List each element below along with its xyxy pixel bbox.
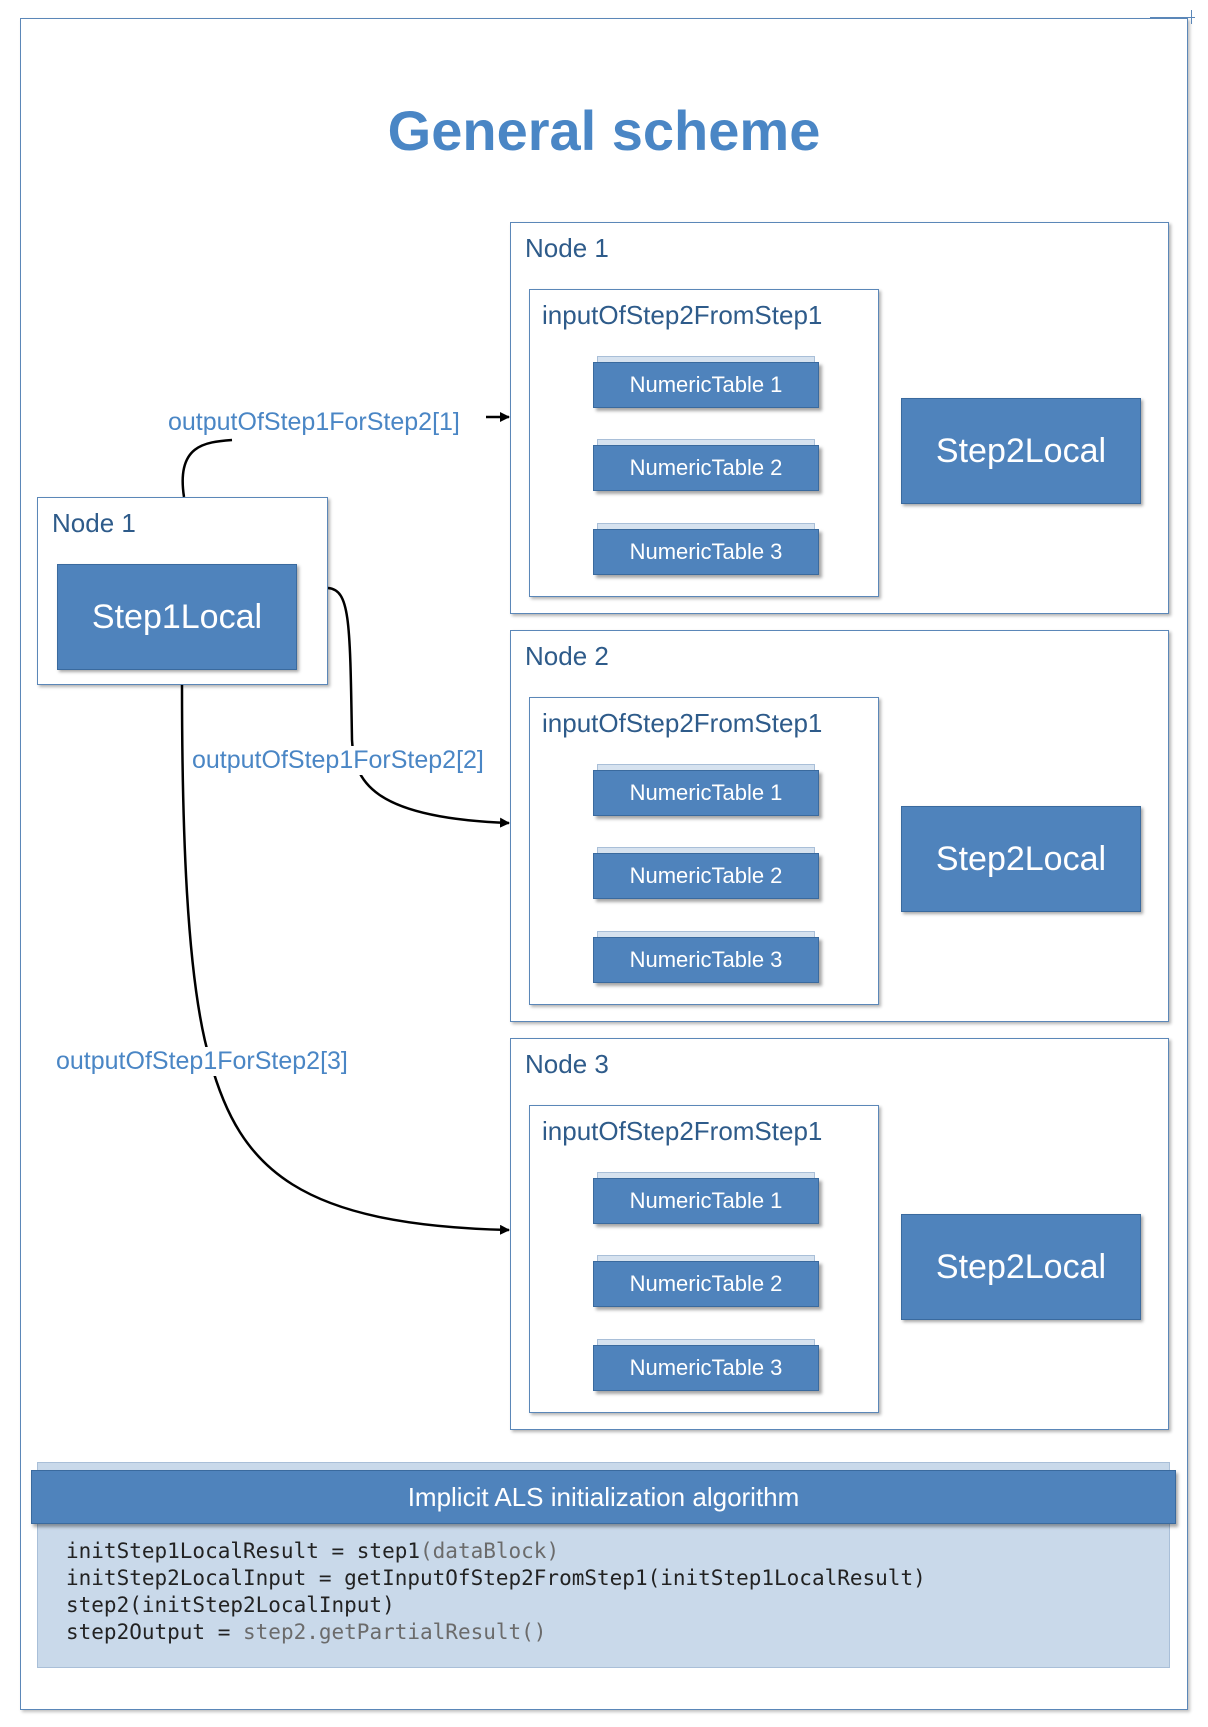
step2-local-block-3: Step2Local xyxy=(901,1214,1141,1320)
corner-mark xyxy=(1150,17,1195,18)
diagram-title: General scheme xyxy=(387,99,821,162)
code-line-1: initStep1LocalResult = step1(dataBlock) xyxy=(66,1538,926,1565)
left-node-label: Node 1 xyxy=(52,508,136,538)
numeric-table-label: NumericTable 3 xyxy=(593,937,819,983)
input-of-step2-label-3: inputOfStep2FromStep1 xyxy=(542,1116,823,1146)
edge-label-1: outputOfStep1ForStep2[1] xyxy=(168,408,460,437)
numeric-table-label: NumericTable 2 xyxy=(593,445,819,491)
code-line-2: initStep2LocalInput = getInputOfStep2Fro… xyxy=(66,1565,926,1592)
right-node-3: Node 3 inputOfStep2FromStep1 NumericTabl… xyxy=(510,1038,1169,1430)
edge-label-3: outputOfStep1ForStep2[3] xyxy=(56,1047,348,1076)
step1-local-block: Step1Local xyxy=(57,564,297,670)
edge-label-2: outputOfStep1ForStep2[2] xyxy=(192,746,484,775)
numeric-table-label: NumericTable 1 xyxy=(593,1178,819,1224)
algorithm-header: Implicit ALS initialization algorithm xyxy=(31,1470,1176,1524)
right-node-1-label: Node 1 xyxy=(525,233,609,263)
numeric-table-label: NumericTable 3 xyxy=(593,529,819,575)
numeric-table-2-3: NumericTable 3 xyxy=(593,931,819,983)
numeric-table-2-1: NumericTable 1 xyxy=(593,764,819,816)
right-node-2-label: Node 2 xyxy=(525,641,609,671)
left-node-box: Node 1 Step1Local xyxy=(37,497,328,685)
input-of-step2-box-3: inputOfStep2FromStep1 NumericTable 1 Num… xyxy=(529,1105,879,1413)
numeric-table-2-2: NumericTable 2 xyxy=(593,847,819,899)
numeric-table-3-1: NumericTable 1 xyxy=(593,1172,819,1224)
numeric-table-3-2: NumericTable 2 xyxy=(593,1255,819,1307)
corner-mark-vertical xyxy=(1191,10,1192,24)
numeric-table-label: NumericTable 1 xyxy=(593,770,819,816)
code-line-4-main: step2Output = xyxy=(66,1620,244,1644)
input-of-step2-label-1: inputOfStep2FromStep1 xyxy=(542,300,823,330)
numeric-table-label: NumericTable 3 xyxy=(593,1345,819,1391)
code-line-3: step2(initStep2LocalInput) xyxy=(66,1592,926,1619)
step2-local-block-2: Step2Local xyxy=(901,806,1141,912)
numeric-table-label: NumericTable 2 xyxy=(593,853,819,899)
edge-1-line xyxy=(181,438,233,498)
step2-local-block-1: Step2Local xyxy=(901,398,1141,504)
code-line-4: step2Output = step2.getPartialResult() xyxy=(66,1619,926,1646)
page-frame xyxy=(20,18,1188,1710)
code-line-3-main: step2(initStep2LocalInput) xyxy=(66,1593,395,1617)
input-of-step2-label-2: inputOfStep2FromStep1 xyxy=(542,708,823,738)
code-line-1-main: initStep1LocalResult = step1 xyxy=(66,1539,421,1563)
numeric-table-label: NumericTable 1 xyxy=(593,362,819,408)
code-line-4-gray: step2.getPartialResult() xyxy=(243,1620,547,1644)
right-node-1: Node 1 inputOfStep2FromStep1 NumericTabl… xyxy=(510,222,1169,614)
right-node-2: Node 2 inputOfStep2FromStep1 NumericTabl… xyxy=(510,630,1169,1022)
numeric-table-1-3: NumericTable 3 xyxy=(593,523,819,575)
input-of-step2-box-1: inputOfStep2FromStep1 NumericTable 1 Num… xyxy=(529,289,879,597)
numeric-table-1-1: NumericTable 1 xyxy=(593,356,819,408)
numeric-table-3-3: NumericTable 3 xyxy=(593,1339,819,1391)
code-line-1-gray: (dataBlock) xyxy=(420,1539,560,1563)
edge-2-line xyxy=(327,586,510,828)
algorithm-code: initStep1LocalResult = step1(dataBlock) … xyxy=(66,1538,926,1646)
input-of-step2-box-2: inputOfStep2FromStep1 NumericTable 1 Num… xyxy=(529,697,879,1005)
code-line-2-main: initStep2LocalInput = getInputOfStep2Fro… xyxy=(66,1566,926,1590)
numeric-table-1-2: NumericTable 2 xyxy=(593,439,819,491)
right-node-3-label: Node 3 xyxy=(525,1049,609,1079)
numeric-table-label: NumericTable 2 xyxy=(593,1261,819,1307)
